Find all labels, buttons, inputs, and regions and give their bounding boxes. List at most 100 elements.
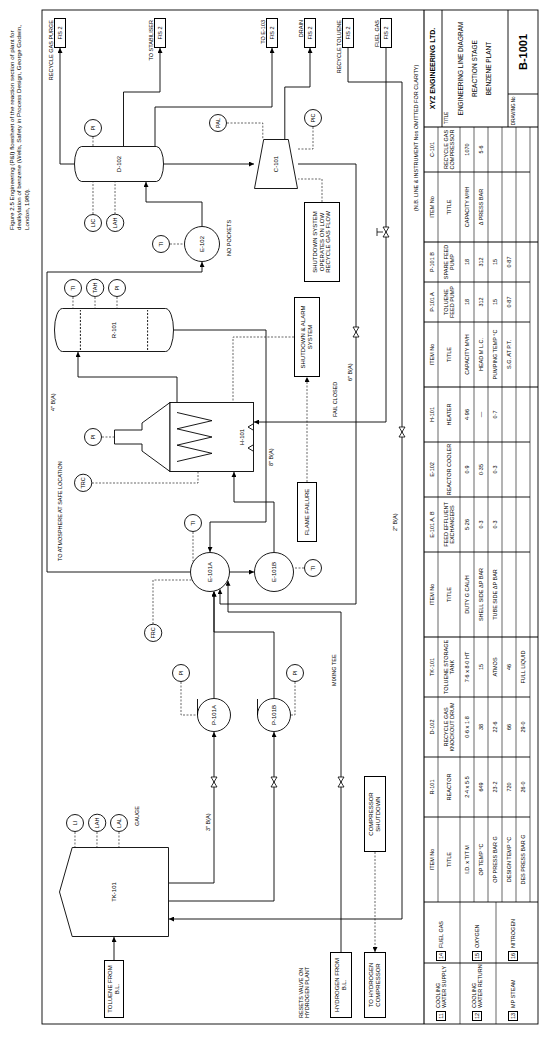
process-line	[60, 48, 74, 164]
table-cell: DUTY G CAL/H	[460, 553, 474, 636]
node-label: SHUTDOWN & ALARM SYSTEM	[300, 301, 314, 373]
table-cell: 2·4 x 5·5	[460, 758, 474, 816]
heater-stack	[115, 403, 171, 472]
gate-valve	[211, 777, 217, 787]
off-sheet-connector: FUEL GASF/S 2	[380, 18, 392, 48]
table-cell: 23·2	[488, 758, 502, 816]
node-label: F/S 2	[57, 26, 63, 39]
note-box: TO HYDROGEN COMPRESSOR	[364, 952, 386, 1018]
pump-symbol: P-101B	[257, 698, 291, 732]
table-cell: OP TEMP °C	[474, 818, 488, 901]
circle-outline	[287, 665, 304, 682]
instrument-bubble: TI	[64, 279, 82, 297]
signal-line	[375, 852, 376, 952]
instrument-bubble: LI	[66, 814, 84, 832]
table-cell: TITLE	[438, 818, 460, 901]
table-cell: 7·6 x 8·0 HT	[460, 638, 474, 696]
signal-line	[92, 472, 198, 483]
node-label: LIC	[90, 219, 96, 228]
note-box: SHUTDOWN SYSTEM OPERATES ON LOW RECYCLE …	[304, 202, 340, 282]
table-cell: Δ PRESS BAR	[474, 173, 488, 241]
instrument-bubble: TI	[152, 235, 170, 253]
node-label: F/S 2	[345, 26, 351, 39]
off-sheet-connector: TO E-103F/S 2	[266, 18, 278, 48]
utility-number: 15	[472, 951, 482, 961]
node-label: H-101	[239, 429, 246, 445]
node-label: E-101A	[207, 562, 214, 582]
gate-valve	[271, 777, 277, 787]
node-label: PI	[292, 670, 298, 675]
table-cell: P-101 A	[426, 283, 438, 321]
signal-line	[181, 682, 197, 715]
process-line	[169, 732, 214, 883]
table-cell: 0·3	[474, 498, 488, 551]
signal-line	[74, 832, 75, 847]
node-label: FLAME FAILURE	[304, 489, 311, 536]
node-label: LAL	[116, 818, 122, 828]
circle-outline	[107, 214, 124, 231]
table-cell: TITLE	[438, 553, 460, 636]
table-cell: 0·35	[474, 443, 488, 496]
table-grid	[424, 127, 538, 637]
compressor-outline	[255, 140, 298, 189]
table-cell: R-101	[426, 758, 438, 816]
table-cell: ITEM No	[426, 173, 438, 241]
table-cell: OP PRESS BAR G	[488, 818, 502, 901]
table-cell: 5·26	[460, 498, 474, 551]
instrument-bubble: PI	[108, 279, 126, 297]
utility-number: 12	[472, 1011, 482, 1021]
utility-grid	[460, 902, 496, 1024]
table-cell: 0·87	[502, 243, 516, 281]
node-label: COMPRESSOR SHUTDOWN	[368, 780, 382, 848]
circle-outline	[198, 699, 231, 732]
node-label: PAL	[215, 118, 221, 128]
node-label: D-102	[116, 156, 123, 172]
instrument-bubble: LAH	[106, 214, 124, 232]
process-line	[285, 48, 310, 139]
line-spec: 6" B(A)	[347, 362, 353, 382]
node-label: TK-101	[111, 882, 118, 902]
signal-line	[298, 127, 313, 149]
reactor-vessel: R-101	[54, 308, 174, 352]
signal-line	[92, 137, 93, 146]
node-label: TO HYDROGEN COMPRESSOR	[368, 956, 382, 1014]
note-box: TOLUENE FROM B.L.	[104, 960, 124, 1018]
utility-name: MP STEAM	[500, 964, 526, 1008]
table-cell: 312	[474, 243, 488, 281]
node-label: C-101	[273, 156, 280, 172]
note-box: HYDROGEN FROM B.L.	[330, 952, 352, 1018]
knockout-drum: D-102	[74, 146, 164, 182]
table-cell: E-101 A, B	[426, 498, 438, 551]
border-frame	[42, 10, 538, 1024]
instrument-bubble: PI	[286, 664, 304, 682]
circle-outline	[67, 815, 84, 832]
node-label: PIC	[310, 113, 316, 122]
pump-nozzle	[257, 699, 258, 715]
node-label: SHUTDOWN SYSTEM OPERATES ON LOW RECYCLE …	[312, 206, 333, 278]
node-label: TRC	[80, 477, 86, 488]
gate-valve	[399, 427, 405, 437]
process-line	[169, 48, 402, 919]
table-cell: TOLUENE FEED PUMP	[438, 283, 460, 321]
burner	[248, 424, 253, 451]
table-cell: TITLE	[438, 323, 460, 386]
table-cell: 4·96	[460, 388, 474, 441]
line-spec: 8" B(A)	[268, 447, 274, 467]
vessel-outline	[55, 309, 174, 352]
drawing-number: B-1001	[512, 12, 534, 92]
drawing-title: ENGINEERING LINE DIAGRAM	[456, 10, 466, 127]
node-label: TI	[190, 521, 196, 526]
circle-outline	[153, 236, 170, 253]
circle-outline	[305, 560, 322, 577]
table-cell: SHELL SIDE ΔP BAR	[474, 553, 488, 636]
table-cell: 26·0	[516, 758, 530, 816]
circle-outline	[173, 665, 190, 682]
pump-nozzle	[197, 699, 198, 715]
instrument-bubble: PIC	[304, 109, 322, 127]
node-label: F/S 2	[157, 26, 163, 39]
utility-name: COOLING WATER SUPPLY	[428, 964, 454, 1008]
table-cell: FULL LIQUID	[516, 638, 530, 696]
table-cell: DES PRESS BAR G	[516, 818, 530, 901]
node-label: PI	[90, 434, 96, 439]
table-cell: FEED EFFLUENT EXCHANGERS	[438, 498, 460, 551]
